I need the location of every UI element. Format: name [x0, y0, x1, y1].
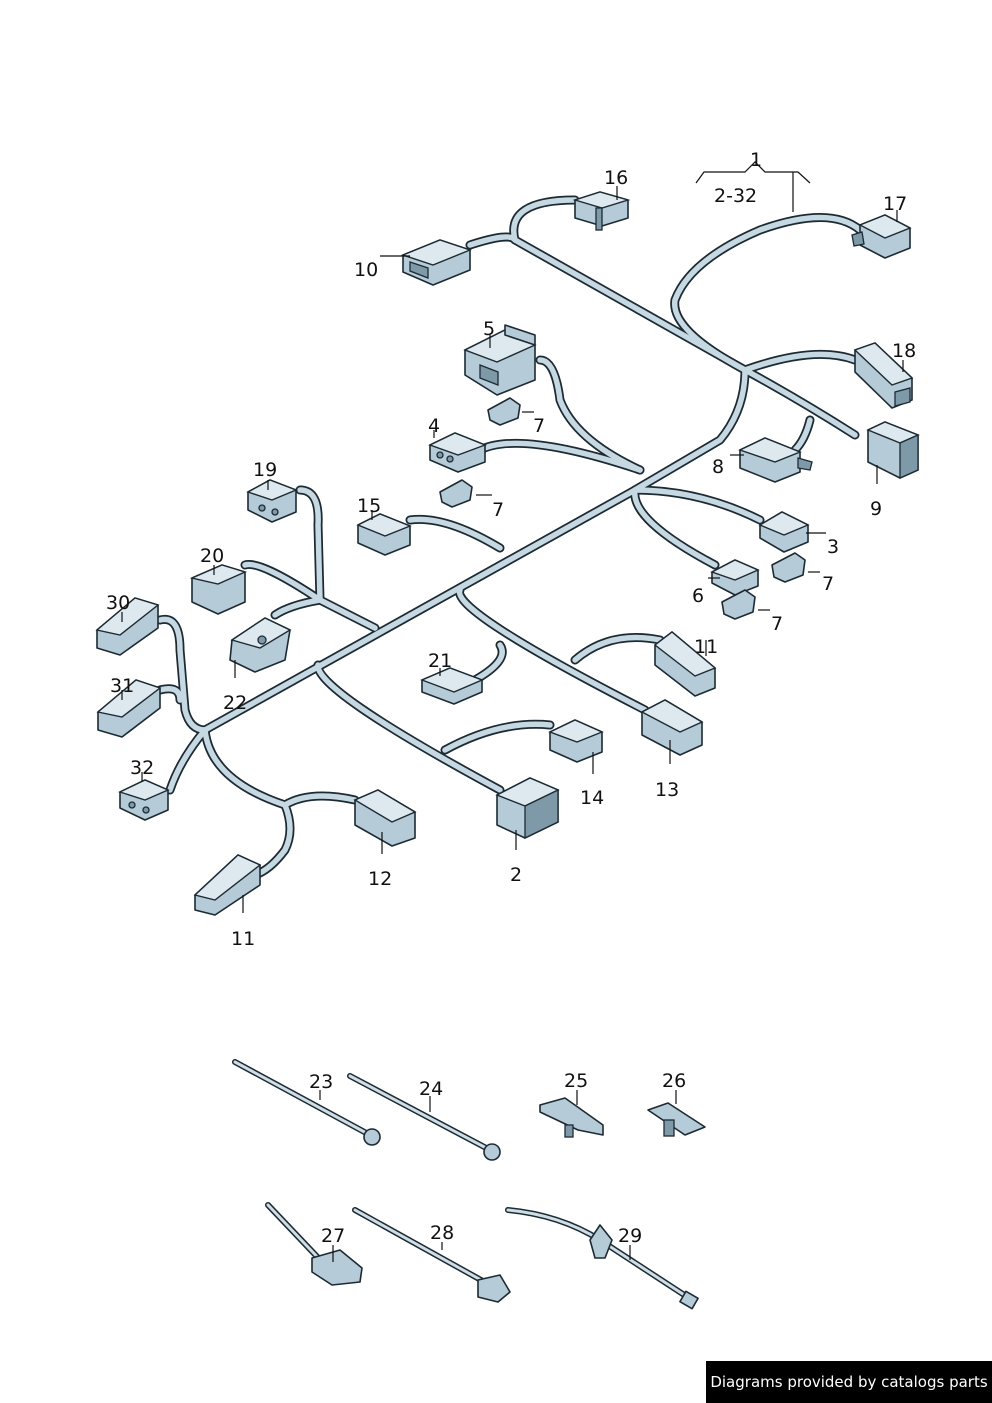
cable-ties — [232, 1059, 706, 1310]
callout-8: 8 — [712, 456, 724, 478]
callout-1: 1 — [750, 149, 762, 171]
callout-9: 9 — [870, 498, 882, 520]
callout-7-a: 7 — [533, 415, 545, 437]
callout-12: 12 — [368, 868, 392, 890]
clip-7-b — [439, 479, 473, 508]
connector-2 — [495, 777, 560, 840]
tie-24 — [347, 1073, 501, 1161]
callout-7-d: 7 — [771, 613, 783, 635]
clip-7-c — [771, 552, 806, 583]
callout-22: 22 — [223, 692, 247, 714]
callout-7-b: 7 — [492, 499, 504, 521]
credit-banner: Diagrams provided by catalogs parts — [706, 1361, 992, 1403]
connector-11-lower — [193, 854, 262, 916]
clip-26 — [647, 1102, 706, 1137]
callout-31: 31 — [110, 675, 134, 697]
callout-21: 21 — [428, 650, 452, 672]
callout-15: 15 — [357, 495, 381, 517]
callout-labels: 1 2-32 16 17 10 5 18 7 4 8 9 19 7 15 3 7… — [106, 149, 916, 1247]
connectors — [95, 191, 920, 916]
tie-29 — [505, 1207, 699, 1310]
connector-13 — [640, 699, 704, 756]
connector-3 — [758, 511, 810, 553]
callout-23: 23 — [309, 1071, 333, 1093]
tie-28 — [352, 1207, 511, 1303]
callout-28: 28 — [430, 1222, 454, 1244]
callout-4: 4 — [428, 415, 440, 437]
callout-2: 2 — [510, 864, 522, 886]
connector-5 — [463, 324, 537, 396]
connector-20 — [189, 564, 248, 615]
connector-12 — [353, 789, 417, 847]
clip-7-a — [487, 397, 521, 426]
connector-22 — [229, 617, 292, 673]
callout-32: 32 — [130, 757, 154, 779]
connector-11-upper — [653, 631, 717, 697]
callout-18: 18 — [892, 340, 916, 362]
connector-15 — [356, 513, 412, 556]
callout-7-c: 7 — [822, 573, 834, 595]
callout-16: 16 — [604, 167, 628, 189]
callout-25: 25 — [564, 1070, 588, 1092]
connector-4 — [428, 432, 487, 473]
connector-18 — [853, 342, 914, 409]
connector-17 — [851, 214, 912, 259]
callout-27: 27 — [321, 1225, 345, 1247]
connector-16 — [572, 191, 631, 231]
harness-wires — [155, 195, 865, 880]
connector-19 — [246, 479, 298, 523]
callout-3: 3 — [827, 536, 839, 558]
callout-19: 19 — [253, 459, 277, 481]
callout-5: 5 — [483, 318, 495, 340]
tie-23 — [232, 1059, 381, 1146]
connector-10 — [400, 239, 473, 286]
callout-30: 30 — [106, 592, 130, 614]
callout-14: 14 — [580, 787, 604, 809]
connector-21 — [420, 667, 484, 705]
callout-13: 13 — [655, 779, 679, 801]
callout-20: 20 — [200, 545, 224, 567]
callout-10: 10 — [354, 259, 378, 281]
leader-lines — [121, 161, 904, 1262]
connector-9 — [866, 421, 920, 480]
callout-24: 24 — [419, 1078, 443, 1100]
callout-11-lower: 11 — [231, 928, 255, 950]
connector-6 — [710, 559, 760, 596]
callout-26: 26 — [662, 1070, 686, 1092]
clip-25 — [539, 1097, 604, 1138]
connector-8 — [738, 437, 813, 483]
credit-text: Diagrams provided by catalogs parts — [710, 1373, 988, 1391]
callout-29: 29 — [618, 1225, 642, 1247]
clip-7-d — [721, 589, 756, 620]
connector-31 — [96, 679, 162, 738]
connector-14 — [548, 719, 604, 763]
callout-2-32: 2-32 — [714, 185, 757, 207]
callout-11-upper: 11 — [694, 636, 718, 658]
connector-32 — [118, 779, 170, 821]
connector-30 — [95, 597, 160, 656]
callout-6: 6 — [692, 585, 704, 607]
callout-17: 17 — [883, 193, 907, 215]
tie-27 — [265, 1202, 363, 1286]
